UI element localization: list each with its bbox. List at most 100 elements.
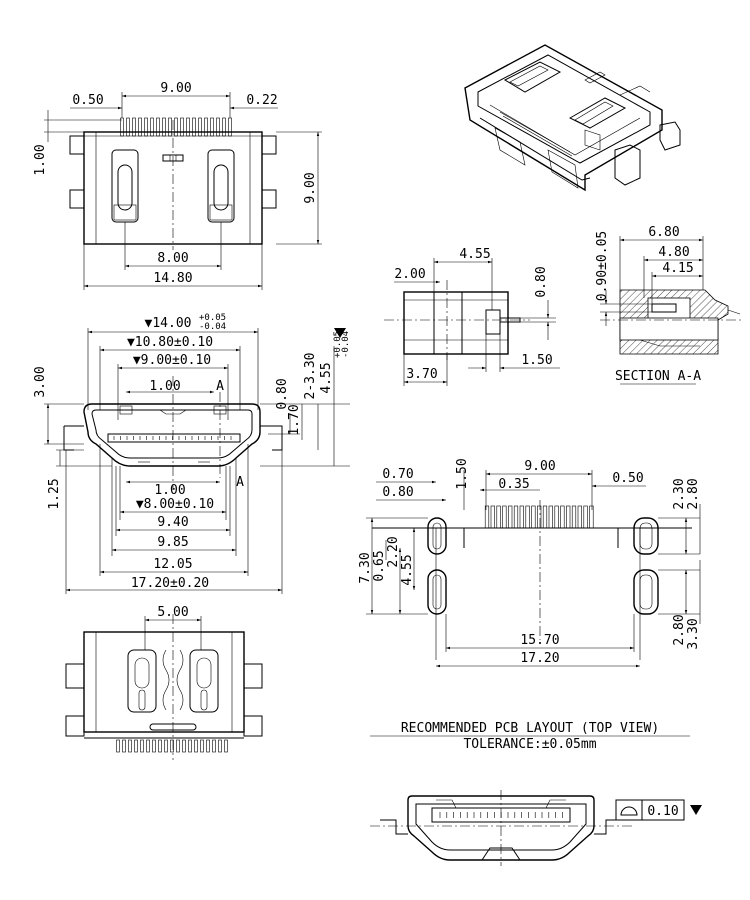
dim-section-b: 4.80 bbox=[658, 245, 689, 260]
pin bbox=[176, 739, 180, 753]
pin bbox=[216, 117, 220, 137]
top-view: 9.00 0.50 0.22 1.00 9.00 8.00 14.80 bbox=[33, 81, 322, 290]
bottom-view: 5.00 bbox=[65, 605, 263, 760]
pad bbox=[508, 505, 513, 529]
dim-section-a: 6.80 bbox=[648, 225, 679, 240]
pad bbox=[490, 505, 495, 529]
dim-top-width: 14.80 bbox=[153, 271, 192, 286]
dim-front-v2: 1.70 bbox=[287, 404, 302, 435]
front-view: ▼14.00 +0.05 -0.04 ▼10.80±0.10 ▼9.00±0.1… bbox=[33, 313, 351, 594]
section-mark-bottom: A bbox=[236, 475, 244, 490]
dim-pcb-o: 2.80 bbox=[672, 614, 687, 645]
pin bbox=[182, 739, 186, 753]
dim-front-flange: 1.25 bbox=[47, 478, 62, 509]
pcb-pads bbox=[484, 505, 594, 529]
pin bbox=[204, 117, 208, 137]
pin bbox=[140, 739, 144, 753]
pin bbox=[218, 739, 222, 753]
dim-pcb-g: 2.30 bbox=[672, 478, 687, 509]
pin bbox=[212, 739, 216, 753]
dim-front-shell: ▼10.80±0.10 bbox=[127, 335, 213, 350]
pcb-layout: 0.70 0.80 1.50 9.00 0.35 0.50 2.30 2.80 … bbox=[358, 458, 701, 752]
pin bbox=[144, 117, 148, 137]
dim-pcb-k: 2.20 bbox=[386, 536, 401, 567]
dim-front-v4-tol-up: +0.05 bbox=[333, 331, 343, 358]
pin bbox=[194, 739, 198, 753]
pad bbox=[548, 505, 553, 529]
dim-section-c: 4.15 bbox=[662, 261, 693, 276]
dim-pcb-i: 7.30 bbox=[358, 552, 373, 583]
dim-top-right-gap: 0.22 bbox=[246, 93, 277, 108]
dim-side-d: 1.50 bbox=[521, 353, 552, 368]
pad bbox=[519, 505, 524, 529]
dim-front-v3: 2-3.30 bbox=[303, 353, 318, 400]
pad bbox=[577, 505, 582, 529]
pin bbox=[180, 117, 184, 137]
pin bbox=[192, 117, 196, 137]
dim-side-a: 4.55 bbox=[459, 247, 490, 262]
pin bbox=[164, 739, 168, 753]
pin bbox=[138, 117, 142, 137]
section-mark-top: A bbox=[216, 379, 224, 394]
dim-front-outer-tol-up: +0.05 bbox=[199, 313, 226, 323]
top-view-pins bbox=[120, 117, 232, 137]
pin bbox=[116, 739, 120, 753]
pin bbox=[210, 117, 214, 137]
dim-front-w1: 9.40 bbox=[157, 515, 188, 530]
pin bbox=[162, 117, 166, 137]
dim-pcb-a: 0.70 bbox=[382, 467, 413, 482]
dim-front-w4: 17.20±0.20 bbox=[131, 576, 209, 591]
dim-pcb-d: 9.00 bbox=[524, 459, 555, 474]
flatness-value: 0.10 bbox=[647, 804, 678, 819]
pad bbox=[542, 505, 548, 529]
dim-side-e: 3.70 bbox=[406, 367, 437, 382]
dim-front-left-h: 3.00 bbox=[33, 366, 48, 397]
datum-triangle bbox=[334, 328, 346, 338]
dim-pcb-m: 15.70 bbox=[520, 633, 559, 648]
pad bbox=[484, 505, 490, 529]
dim-front-v4-tol-dn: -0.04 bbox=[341, 331, 351, 358]
pin bbox=[126, 117, 130, 137]
dim-front-w2: 9.85 bbox=[157, 535, 188, 550]
pin bbox=[128, 739, 132, 753]
dim-bottom-span: 5.00 bbox=[157, 605, 188, 620]
section-title: SECTION A-A bbox=[615, 369, 701, 384]
pin bbox=[156, 117, 160, 137]
pin bbox=[224, 739, 228, 753]
pad bbox=[571, 505, 577, 529]
pin bbox=[170, 739, 174, 753]
pin bbox=[146, 739, 150, 753]
pad bbox=[537, 505, 542, 529]
pin bbox=[132, 117, 136, 137]
pin bbox=[150, 117, 154, 137]
pin bbox=[120, 117, 124, 137]
pcb-tolerance: TOLERANCE:±0.05mm bbox=[463, 737, 596, 752]
dim-pcb-b: 0.80 bbox=[382, 485, 413, 500]
dim-section-h: 0.90±0.05 bbox=[595, 231, 610, 301]
dim-pcb-l: 4.55 bbox=[400, 554, 415, 585]
dim-pcb-n: 17.20 bbox=[520, 651, 559, 666]
pad bbox=[554, 505, 559, 529]
pin bbox=[188, 739, 192, 753]
dim-pcb-p: 3.30 bbox=[686, 618, 701, 649]
pad bbox=[583, 505, 588, 529]
datum-triangle-flatness bbox=[690, 805, 702, 815]
section-view: 6.80 4.80 4.15 0.90±0.05 SECTION A-A bbox=[595, 225, 742, 385]
pin bbox=[134, 739, 138, 753]
pin bbox=[174, 117, 178, 137]
pad bbox=[531, 505, 536, 529]
bottom-view-pins bbox=[116, 739, 228, 753]
pcb-title: RECOMMENDED PCB LAYOUT (TOP VIEW) bbox=[401, 721, 659, 736]
dim-top-left-gap: 0.50 bbox=[72, 93, 103, 108]
dim-front-opening: ▼9.00±0.10 bbox=[133, 353, 211, 368]
dim-pcb-e: 0.35 bbox=[498, 477, 529, 492]
dim-front-outer: ▼14.00 bbox=[145, 316, 192, 331]
dim-front-outer-tol-dn: -0.04 bbox=[199, 322, 226, 332]
dim-side-c: 0.80 bbox=[534, 266, 549, 297]
pin bbox=[222, 117, 226, 137]
pin bbox=[122, 739, 126, 753]
pad bbox=[566, 505, 571, 529]
front-view-pins bbox=[113, 436, 232, 440]
flatness-frame bbox=[615, 799, 685, 821]
pin bbox=[186, 117, 190, 137]
